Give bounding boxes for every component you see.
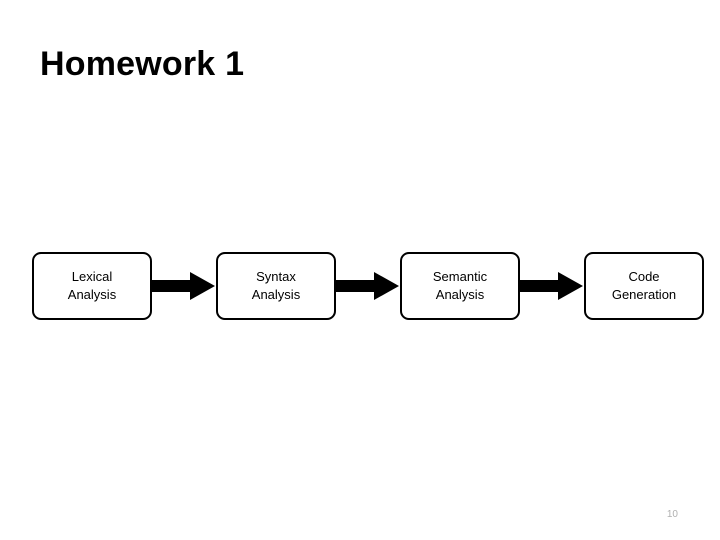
stage-label: Lexical Analysis xyxy=(67,269,117,302)
connector-2 xyxy=(336,252,400,320)
pipeline-stage-syntax-analysis[interactable]: Syntax Analysis xyxy=(216,252,336,320)
compiler-pipeline-diagram: Lexical Analysis Syntax Analysis Semanti… xyxy=(32,250,704,322)
page-number: 10 xyxy=(666,509,678,520)
stage-label: Syntax Analysis xyxy=(251,269,301,302)
pipeline-stage-semantic-analysis[interactable]: Semantic Analysis xyxy=(400,252,520,320)
page-title: Homework 1 xyxy=(40,45,245,83)
connector-1 xyxy=(152,252,216,320)
pipeline-stage-lexical-analysis[interactable]: Lexical Analysis xyxy=(32,252,152,320)
right-arrow-icon xyxy=(520,272,583,300)
stage-label: Semantic Analysis xyxy=(432,269,488,302)
stage-label: Code Generation xyxy=(611,269,677,302)
connector-3 xyxy=(520,252,584,320)
pipeline-stage-code-generation[interactable]: Code Generation xyxy=(584,252,704,320)
right-arrow-icon xyxy=(336,272,399,300)
right-arrow-icon xyxy=(152,272,215,300)
